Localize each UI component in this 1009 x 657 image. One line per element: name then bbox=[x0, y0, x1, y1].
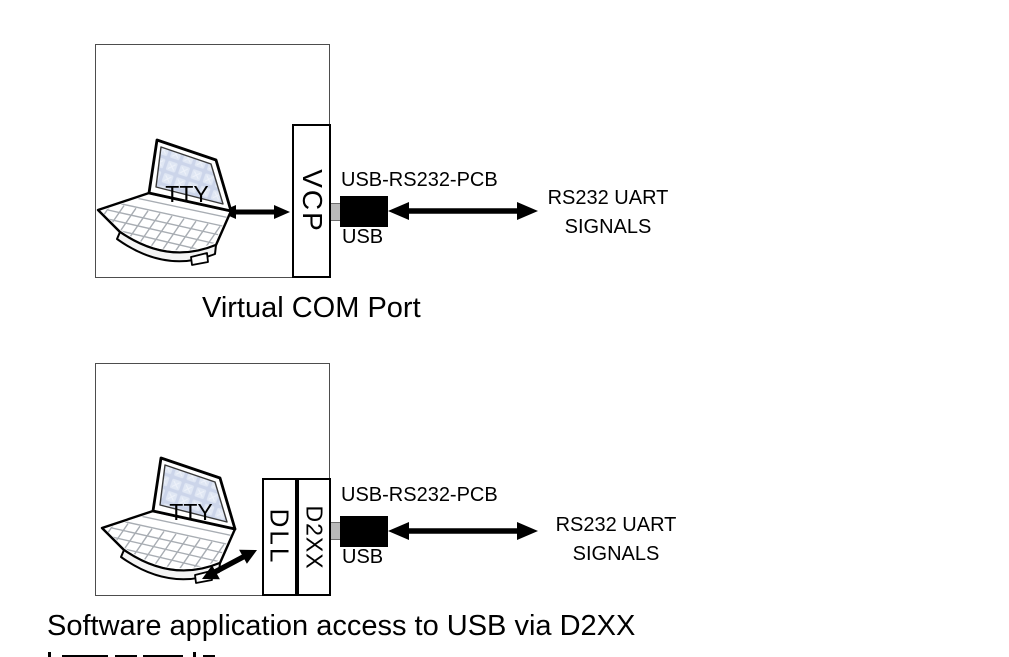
usb-label: USB bbox=[342, 546, 384, 568]
dll-driver-label: DLL bbox=[264, 508, 295, 566]
rs232-signals-line1: RS232 UART bbox=[547, 187, 669, 209]
d2xx-driver-box: D2XX bbox=[297, 478, 331, 596]
pcb-label: USB-RS232-PCB bbox=[341, 484, 498, 506]
figure-caption-d2xx: Software application access to USB via D… bbox=[47, 610, 636, 642]
dll-driver-box: DLL bbox=[262, 478, 297, 596]
vcp-driver-box: VCP bbox=[292, 124, 331, 278]
usb-label: USB bbox=[342, 226, 384, 248]
pcb-label: USB-RS232-PCB bbox=[341, 169, 498, 191]
figure-caption-vcp: Virtual COM Port bbox=[202, 292, 421, 324]
rs232-signals-line2: SIGNALS bbox=[564, 216, 652, 238]
rs232-signals-label: RS232 UART SIGNALS bbox=[528, 511, 704, 569]
usb-plug bbox=[340, 516, 388, 547]
bidirectional-arrow-usb-rs232 bbox=[388, 522, 538, 540]
bidirectional-arrow-usb-rs232 bbox=[388, 202, 538, 220]
vcp-driver-label: VCP bbox=[296, 169, 328, 233]
rs232-signals-label: RS232 UART SIGNALS bbox=[520, 184, 696, 242]
laptop-screen-label: TTY bbox=[165, 181, 209, 207]
laptop-screen-label: TTY bbox=[169, 499, 213, 525]
rs232-signals-line1: RS232 UART bbox=[555, 514, 677, 536]
usb-plug bbox=[340, 196, 388, 227]
bidirectional-arrow-laptop-dll bbox=[202, 549, 257, 580]
d2xx-driver-label: D2XX bbox=[301, 504, 328, 570]
rs232-signals-line2: SIGNALS bbox=[572, 543, 660, 565]
